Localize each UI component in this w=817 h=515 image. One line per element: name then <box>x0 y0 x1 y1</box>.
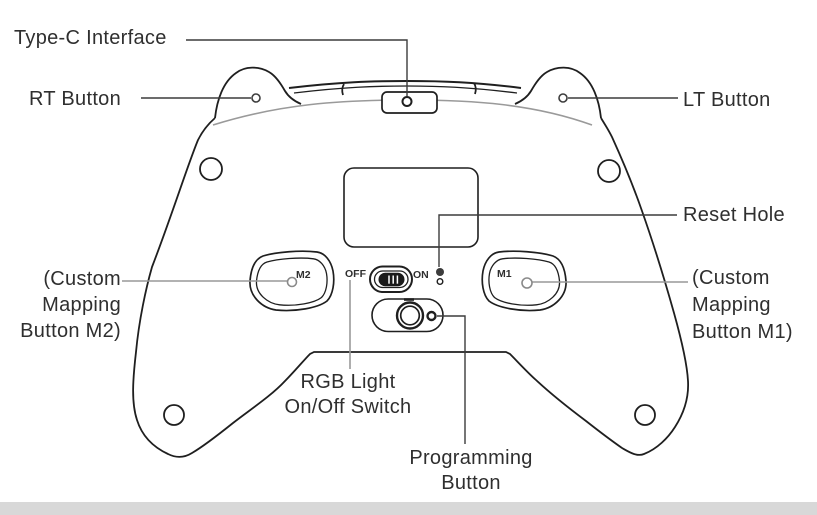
type-c-point-circle <box>401 96 413 107</box>
m2-point-circle <box>286 276 298 288</box>
battery-compartment <box>343 167 479 248</box>
label-m2-line-1: (Custom <box>43 268 121 290</box>
rt-trigger-hump <box>214 66 302 119</box>
screw-hole-bottom-right <box>634 404 656 426</box>
label-paddle-m2: M2 <box>296 269 311 281</box>
label-switch-on: ON <box>413 269 429 281</box>
programming-button-inner-ring <box>399 305 421 326</box>
leader-programming <box>437 315 466 444</box>
lt-point-circle <box>558 93 568 103</box>
label-rgb-line-1: RGB Light <box>300 371 396 393</box>
label-programming-button: Programming Button <box>371 446 571 496</box>
reset-hole-marker-dot <box>436 268 444 276</box>
label-rgb-switch: RGB Light On/Off Switch <box>248 370 448 420</box>
screw-hole-bottom-left <box>163 404 185 426</box>
screw-hole-top-left <box>199 157 223 181</box>
label-m1-line-2: Mapping <box>692 294 771 316</box>
page-footer-strip <box>0 502 817 515</box>
leader-reset <box>438 214 677 267</box>
label-reset-hole: Reset Hole <box>683 204 785 226</box>
reset-hole <box>436 278 444 286</box>
label-m1-line-3: Button M1) <box>692 321 793 343</box>
lt-trigger-hump <box>514 66 602 119</box>
label-custom-mapping-m2: (Custom Mapping Button M2) <box>0 266 121 344</box>
label-paddle-m1: M1 <box>497 268 512 280</box>
band-tick-left <box>341 83 345 96</box>
label-m2-line-3: Button M2) <box>20 320 121 342</box>
rgb-switch-knob-grip-lines <box>388 275 399 284</box>
body-outline <box>132 117 689 458</box>
top-band-upper-line <box>288 79 522 89</box>
label-custom-mapping-m1: (Custom Mapping Button M1) <box>692 265 793 346</box>
paddle-m2-inner <box>255 257 328 306</box>
rgb-switch-knob <box>378 272 405 287</box>
leader-type-c <box>186 39 408 96</box>
rt-point-circle <box>251 93 261 103</box>
label-lt-button: LT Button <box>683 89 771 111</box>
label-programming-line-2: Button <box>441 472 501 494</box>
label-m2-line-2: Mapping <box>42 294 121 316</box>
paddle-m1-inner <box>488 257 561 306</box>
band-tick-right <box>473 82 477 95</box>
label-m1-line-1: (Custom <box>692 267 770 289</box>
label-rgb-line-2: On/Off Switch <box>284 396 412 418</box>
label-programming-line-1: Programming <box>409 447 533 469</box>
label-rt-button: RT Button <box>29 88 122 110</box>
programming-led-dot <box>426 310 437 322</box>
m1-point-circle <box>521 277 533 289</box>
screw-hole-top-right <box>597 159 621 183</box>
label-switch-off: OFF <box>345 268 366 280</box>
label-type-c-interface: Type-C Interface <box>14 27 167 49</box>
